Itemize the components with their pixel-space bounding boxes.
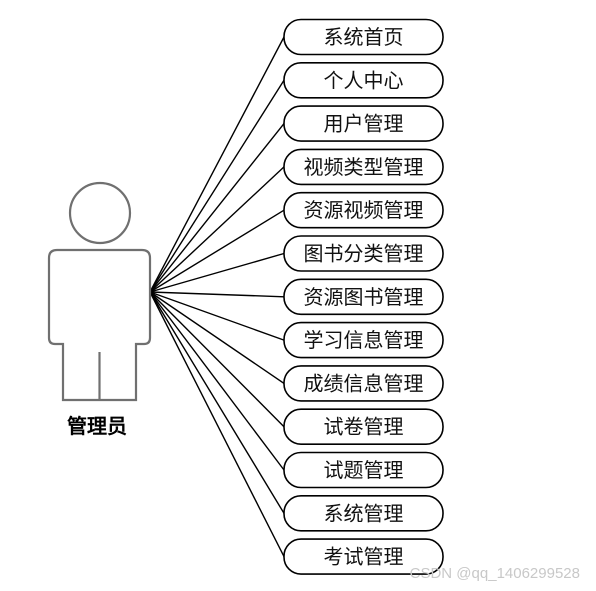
use-case-box [283,538,444,575]
use-case-item: 用户管理 [283,105,444,142]
use-case-item: 资源图书管理 [283,278,444,316]
connector-line [149,291,285,384]
connector-line [149,79,285,293]
use-case-item: 试卷管理 [283,408,444,446]
use-case-label: 用户管理 [324,112,404,136]
actor-head [68,181,132,245]
connector-line [149,36,285,293]
connector-line [149,291,285,428]
use-case-label: 学习信息管理 [304,328,424,352]
use-case-box [283,321,444,359]
use-case-label: 考试管理 [324,545,404,569]
connector-lines [149,36,285,557]
use-case-label: 视频类型管理 [304,155,424,179]
use-case-label: 成绩信息管理 [304,371,424,395]
use-case-item: 个人中心 [283,61,444,99]
connector-line [149,291,285,298]
connector-line [149,291,285,514]
connector-line [149,291,285,557]
actor-label: 管理员 [67,414,127,438]
connector-line [149,291,285,471]
use-case-box [283,235,444,272]
use-case-list: 系统首页个人中心用户管理视频类型管理资源视频管理图书分类管理资源图书管理学习信息… [283,18,444,575]
use-case-label: 资源视频管理 [304,198,424,222]
use-case-box [283,365,444,402]
person-icon [47,181,152,402]
actor-body [47,248,152,402]
use-case-item: 学习信息管理 [283,321,444,359]
use-case-item: 图书分类管理 [283,235,444,272]
connector-line [149,252,285,293]
use-case-box [283,278,444,316]
use-case-item: 系统首页 [283,18,444,56]
use-case-box [283,408,444,446]
use-case-item: 考试管理 [283,538,444,575]
use-case-box [283,148,444,186]
use-case-box [283,191,444,229]
use-case-item: 成绩信息管理 [283,365,444,402]
use-case-box [283,61,444,99]
connector-line [149,291,285,341]
connector-line [149,209,285,293]
use-case-label: 系统管理 [324,501,404,525]
use-case-label: 个人中心 [324,68,404,92]
use-case-label: 资源图书管理 [304,285,424,309]
use-case-label: 试卷管理 [324,415,404,439]
use-case-item: 资源视频管理 [283,191,444,229]
connector-line [149,123,285,293]
use-case-box [283,18,444,56]
use-case-box [283,451,444,489]
connector-line [149,166,285,293]
use-case-box [283,494,444,532]
use-case-box [283,105,444,142]
watermark-text: CSDN @qq_1406299528 [410,565,580,582]
use-case-label: 图书分类管理 [304,242,424,266]
use-case-item: 试题管理 [283,451,444,489]
use-case-item: 系统管理 [283,494,444,532]
use-case-label: 系统首页 [324,25,404,49]
use-case-item: 视频类型管理 [283,148,444,186]
use-case-label: 试题管理 [324,458,404,482]
